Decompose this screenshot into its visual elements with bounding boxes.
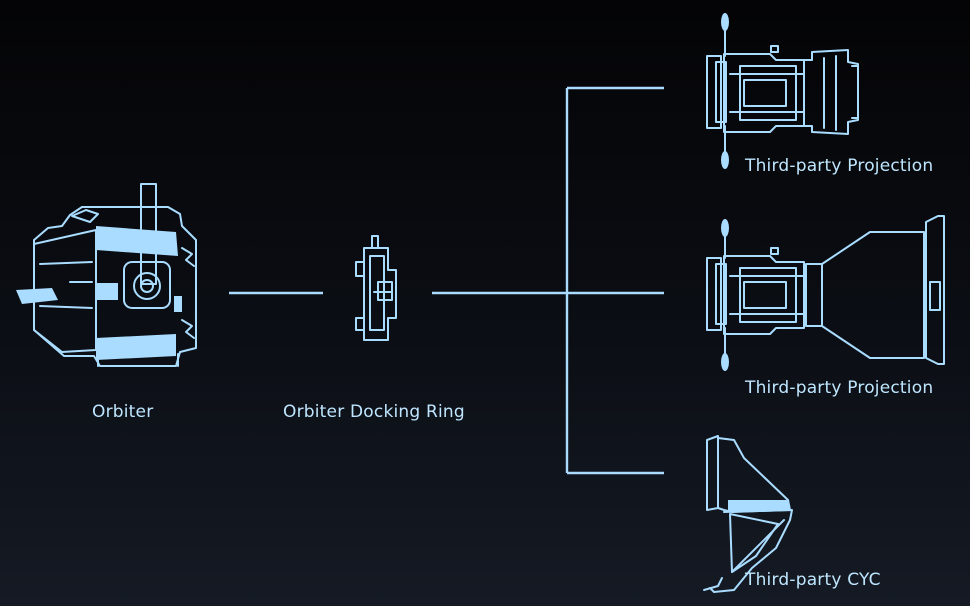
label-projection-1: Third-party Projection <box>745 156 934 176</box>
projection-2-icon <box>706 215 945 371</box>
branch-bracket <box>565 86 664 475</box>
cyc-icon <box>703 435 793 593</box>
label-orbiter: Orbiter <box>92 402 154 422</box>
projection-1-icon <box>706 13 859 169</box>
label-projection-2: Third-party Projection <box>745 378 934 398</box>
docking-ring-icon <box>355 235 397 341</box>
orbiter-icon <box>16 183 197 367</box>
label-docking-ring: Orbiter Docking Ring <box>283 402 465 422</box>
label-cyc: Third-party CYC <box>745 570 881 590</box>
